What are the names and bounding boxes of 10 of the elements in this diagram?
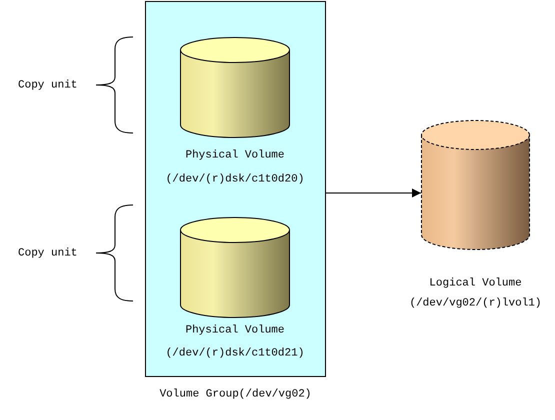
volume-name: Physical Volume [185, 150, 285, 162]
device-path: (/dev/vg02/(r)lvol1) [409, 298, 542, 310]
arrow [326, 188, 422, 198]
volume-name: Logical Volume [429, 278, 522, 290]
group-title: Volume Group(/dev/vg02) [160, 388, 312, 402]
volume-name: Physical Volume [185, 324, 285, 338]
device-path: (/dev/(r)dsk/c1t0d20) [166, 174, 304, 186]
brace-label: Copy unit [18, 248, 78, 260]
device-path: (/dev/(r)dsk/c1t0d21) [166, 348, 304, 360]
brace-label: Copy unit [18, 80, 78, 92]
